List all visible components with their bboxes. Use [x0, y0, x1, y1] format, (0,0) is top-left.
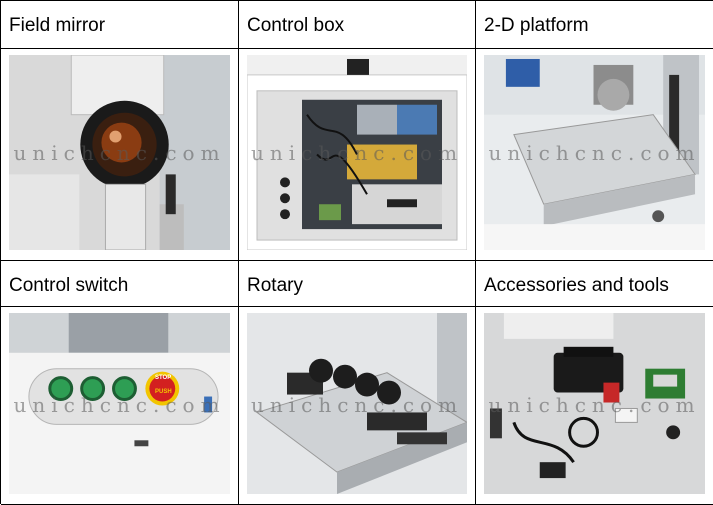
caption-field-mirror: Field mirror: [9, 15, 106, 36]
accessories-photo: unichcnc.com: [484, 313, 705, 494]
caption-2d-platform: 2-D platform: [484, 15, 589, 36]
photo-cell-rotary: unichcnc.com: [239, 307, 476, 505]
stop-button-text: STOP: [155, 375, 172, 381]
label-cell-2d-platform: 2-D platform: [476, 1, 713, 49]
caption-rotary: Rotary: [247, 275, 303, 296]
control-box-photo: unichcnc.com: [247, 55, 467, 250]
control-switch-photo: STOP PUSH unichcnc.com: [9, 313, 230, 494]
photo-cell-control-box: unichcnc.com: [239, 49, 476, 261]
push-text: PUSH: [155, 389, 172, 395]
label-cell-control-switch: Control switch: [1, 261, 239, 307]
photo-cell-field-mirror: unichcnc.com: [1, 49, 239, 261]
label-cell-field-mirror: Field mirror: [1, 1, 239, 49]
caption-accessories-and-tools: Accessories and tools: [484, 275, 669, 296]
label-cell-rotary: Rotary: [239, 261, 476, 307]
rotary-photo: unichcnc.com: [247, 313, 467, 494]
label-cell-accessories: Accessories and tools: [476, 261, 713, 307]
field-mirror-photo: unichcnc.com: [9, 55, 230, 250]
2d-platform-photo: unichcnc.com: [484, 55, 705, 250]
photo-cell-2d-platform: unichcnc.com: [476, 49, 713, 261]
photo-cell-accessories: unichcnc.com: [476, 307, 713, 505]
caption-control-switch: Control switch: [9, 275, 129, 296]
photo-cell-control-switch: STOP PUSH unichcnc.com: [1, 307, 239, 505]
caption-control-box: Control box: [247, 15, 345, 36]
label-cell-control-box: Control box: [239, 1, 476, 49]
